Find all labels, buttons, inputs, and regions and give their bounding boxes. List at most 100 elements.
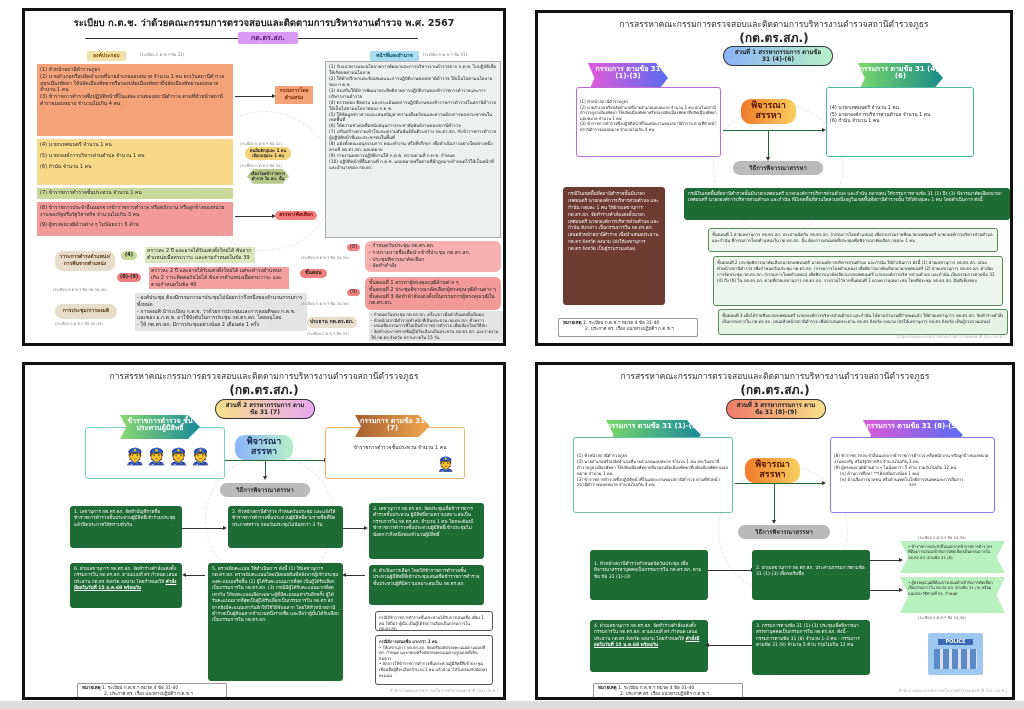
member-item: (3) ข้าราชการตำรวจซึ่งปฏิบัติหน้าที่ในแต… [577, 476, 720, 488]
step-item: - ประชุมพิจารณาคัดเลือก [369, 256, 425, 263]
duty-item: (1) รับแนวทางและนโยบายการพัฒนาและการบริห… [329, 65, 497, 76]
chair-node: ประธาน กต.ตร.สภ. [307, 317, 357, 328]
step-item: - จัดทำคำสั่ง [369, 263, 397, 270]
ref: (ระเบียบ ก.ต.ช.ฯ ข้อ 33) [307, 331, 349, 336]
multiple-nominee-case: กรณีมีการเสนอชื่อ มากกว่า 1 คน • ให้เลขา… [375, 635, 493, 685]
ref: (ระเบียบ ก.ต.ช.ฯ ข้อ 42,43) [55, 321, 103, 326]
footnote-2: 2. ประกาศ ตร. เรื่อง แนวทางปฏิบัติฯ ก.ต.… [585, 327, 674, 333]
step-6-effective-date: คำสั่งมีผลในวันที่ 15 ม.ค.68 พร้อมกัน [74, 579, 177, 592]
panel-part-2: การสรรหาคณะกรรมการตรวจสอบและติดตามการบริ… [22, 362, 506, 700]
arrow [705, 643, 752, 647]
member-item: (4) นายกเทศมนตรี จำนวน 1 คน [830, 106, 899, 111]
duty-item: (6) ให้ความช่วยเหลือสนับสนุนการประชาสัมพ… [329, 124, 461, 130]
rule-item: - ให้ กต.ตร.สภ. มีการประชุมอย่างน้อย 2 เ… [137, 322, 260, 328]
step-6-box: 6. ฝ่ายเลขานุการ กต.ตร.สภ. จัดทำร่างคำสั… [70, 563, 182, 608]
step-5-box: 5. ตรวจนับคะแนน ให้ดำเนินการ ดังนี้ (1) … [208, 563, 343, 681]
single-leader-case-box: กรณีในเขตพื้นที่สถานีตำรวจนั้นมีนายกเทศม… [563, 187, 665, 305]
duty-item: (10) ปฏิบัติหน้าที่อื่นตามที่ ก.ต.ช. มอบ… [329, 160, 494, 171]
ex-officio-node: กรรมการโดยตำแหน่ง [275, 86, 313, 104]
arrow [870, 588, 903, 592]
steps-node: ขั้นตอน [300, 269, 327, 278]
step-3-box: 3. เลขานุการ กต.ตร.สภ. จัดประชุมเพื่อข้า… [369, 503, 484, 559]
member-7-banner: กรรมการ ตามข้อ 31 (7) [355, 415, 430, 437]
members-8-9-box: (8) ข้าราชการประจำอื่นนอกจากข้าราชการตำร… [830, 437, 995, 513]
arrow [225, 458, 328, 462]
credit: สำนักงานคณะกรรมการนโยบายตำรวจแห่งชาติ (ส… [896, 334, 1005, 339]
credit: สำนักงานคณะกรรมการนโยบายตำรวจแห่งชาติ (ส… [898, 688, 1007, 693]
step-2-box: 2. หัวหน้าสถานีตำรวจ กำหนดวันประชุม และแ… [228, 506, 343, 548]
members-1-3-box: (1) หัวหน้าสถานีตำรวจภูธร (2) นายอำเภอหร… [573, 437, 733, 513]
duties-list: (1) รับแนวทางและนโยบายการพัฒนาและการบริห… [325, 61, 501, 238]
term-4-text: คราวละ 2 ปี และอาจได้รับแต่งตั้งใหม่ได้ … [145, 247, 255, 263]
part-pill: ส่วนที่ 2 สรรหากรรมการ ตามข้อ 31 (7) [215, 399, 315, 420]
duty-item: (5) ให้ข้อมูลข่าวสารและเสนอปัญหาความเดือ… [329, 112, 493, 124]
consider-node: พิจารณา สรรหา [745, 458, 800, 483]
police-officer-icon: 👮 [437, 457, 455, 473]
police-member-box: (7) ข้าราชการตำรวจชั้นประทวน จำนวน 1 คน [37, 188, 233, 199]
hint-member-9: • ผู้ทรงคุณวุฒิที่ต้องการเสนอตัวเข้ารับก… [900, 577, 1005, 613]
arrow [343, 526, 368, 530]
composition-label: องค์ประกอบ [87, 51, 126, 61]
eligible-police-banner: ข้าราชการตำรวจ ชั้นประทวนผู้มีสิทธิ์ [120, 415, 200, 439]
police-station-icon: POLICE [928, 633, 983, 675]
member-item: (5) นายกองค์การบริหารส่วนตำบล จำนวน 1 คน [830, 112, 931, 118]
ref: (ระเบียบ ก.ต.ช.ฯ ข้อ 34,36) [918, 615, 966, 620]
member-item: (ก) ด้านการศึกษา **(ต้องมีอย่างน้อย 1 คน… [840, 470, 920, 476]
arrow [870, 558, 903, 562]
footnote: หมายเหตุ 1. ระเบียบ ก.ต.ช.ฯ หมวด 4 ข้อ 3… [593, 683, 743, 698]
footnote-1: 1. ระเบียบ ก.ต.ช.ฯ หมวด 4 ข้อ 31-40 [582, 321, 660, 326]
arrow [182, 573, 205, 577]
center-node: กต.ตร.สภ. [238, 32, 298, 45]
member-item: ฯลฯ [908, 482, 917, 488]
member-item: (9) ผู้ทรงคุณวุฒิด้านต่าง ๆ ไม่น้อยกว่า … [834, 464, 957, 470]
member-item: (5) นายกองค์การบริหารส่วนตำบล จำนวน 1 คน [40, 152, 145, 159]
footnote-label: หมายเหตุ [598, 686, 617, 691]
rule-item: - องค์ประชุม ต้องมีกรรมการมาประชุมไม่น้อ… [137, 295, 303, 308]
panel-title: การสรรหาคณะกรรมการตรวจสอบและติดตามการบริ… [620, 372, 930, 382]
step-9-list: ขั้นตอนที่ 1 สรรหาผู้ทรงคุณวุฒิด้านต่าง … [365, 277, 501, 310]
duty-item: (2) ให้คำปรึกษาและข้อเสนอแนะการปฏิบัติงา… [329, 76, 493, 88]
members-4-6-box: (4) นายกเทศมนตรี จำนวน 1 คน (5) นายกองค์… [826, 87, 974, 157]
member-item: (2) นายอำเภอหรือปลัดอำเภอที่นายอำเภอมอบห… [40, 73, 225, 94]
step-4-box: 4. ฝ่ายเลขานุการ กต.ตร.สภ. จัดทำร่างคำสั… [590, 620, 708, 672]
step-1-box: ขั้นตอนที่ 1 ฝ่ายเลขานุการ กต.ตร.สภ. ประ… [708, 228, 998, 252]
member-item: (4) นายกเทศมนตรี จำนวน 1 คน [40, 142, 112, 148]
local-leaders-box: (4) นายกเทศมนตรี จำนวน 1 คน (5) นายกองค์… [37, 139, 233, 185]
method-pill: วิธีการพิจารณาสรรหา [733, 161, 823, 175]
term-node: วาระการดำรงตำแหน่ง/ การพ้นจากตำแหน่ง [55, 251, 115, 271]
connector [298, 38, 418, 39]
step-2-box: ขั้นตอนที่ 2 ประชุมพิจารณาคัดเลือกนายกเท… [713, 256, 1003, 306]
arrow [708, 568, 755, 572]
panel-part-1: การสรรหาคณะกรรมการตรวจสอบและติดตามการบริ… [535, 10, 1013, 346]
member-item: (2) นายอำเภอหรือปลัดอำเภอที่นายอำเภอมอบห… [580, 104, 717, 121]
footnote-1: 1. ระเบียบ ก.ต.ช.ฯ หมวด 4 ข้อ 31-40 [101, 686, 179, 691]
part-pill: ส่วนที่ 1 สรรหากรรมการ ตามข้อ 31 (4)-(6) [723, 46, 833, 67]
qualified-members-box: (8) ข้าราชการประจำอื่นนอกจากข้าราชการตำร… [37, 202, 233, 236]
ref: (ระเบียบ ก.ต.ช.ฯ ข้อ 32) [240, 141, 282, 146]
panel-title: การสรรหาคณะกรรมการตรวจสอบและติดตามการบริ… [109, 372, 419, 382]
rule-item: - กำหนดวันประชุม กต.ตร.สภ. ครั้งแรก เมื่… [371, 312, 484, 317]
arrow [263, 460, 267, 480]
duty-item: (7) เสริมสร้างความเข้าใจและความสัมพันธ์อ… [329, 130, 497, 142]
step-4-effective-date: คำสั่งมีผลในวันที่ 15 ม.ค.68 พร้อมกัน [594, 636, 700, 649]
police-officers-icon: 👮👮👮👮 [125, 447, 213, 466]
member-item: (8) ข้าราชการประจำอื่นนอกจากข้าราชการตำร… [834, 453, 989, 464]
step-8-badge: (8) [347, 244, 361, 251]
single-nominee-case: กรณีมีข้าราชการตำรวจชั้นประทวนได้รับการเ… [375, 611, 493, 631]
hint-member-8: • ข้าราชการประจำอื่นนอกจากข้าราชการตำรวจ… [900, 541, 1005, 573]
rule-item: - เสนอชื่อกรรมการที่ไม่เป็นข้าราชการตำรว… [371, 323, 487, 329]
arrow [766, 130, 770, 161]
step-2-box: 2. ฝ่ายเลขานุการ กต.ตร.สภ. ประสานกรรมการ… [752, 550, 870, 600]
panel-subtitle: (กต.ตร.สภ.) [739, 31, 809, 45]
duty-item: (8) แต่งตั้งคณะอนุกรรมการ คณะทำงาน หรือท… [329, 142, 493, 154]
member-item: (1) หัวหน้าสถานีตำรวจภูธร [40, 67, 101, 73]
composition-ref: (ระเบียบ ก.ต.ช.ฯ ข้อ 31) [140, 52, 185, 57]
select-group-node: คนมีมติกลุ่มละ 1 คน เลือกกลุ่มละ 1 คน [245, 147, 291, 160]
term-4-badge: (4) [121, 251, 138, 260]
step-8-list: - กำหนดวันประชุม กต.ตร.สภ. - รวบรวมรายชื… [365, 241, 501, 272]
member-item: (8) ข้าราชการประจำอื่นนอกจากข้าราชการตำร… [40, 205, 225, 218]
footnote-label: หมายเหตุ [563, 321, 582, 326]
duty-item: (4) ตรวจสอบ ติดตาม และประเมินผลการปฏิบัต… [329, 100, 497, 112]
regulation-title: ระเบียบ ก.ต.ช. ว่าด้วยคณะกรรมการตรวจสอบแ… [73, 18, 455, 29]
footnote-2: 2. ประกาศ ตร. เรื่อง แนวทางปฏิบัติฯ ก.ต.… [620, 692, 709, 698]
